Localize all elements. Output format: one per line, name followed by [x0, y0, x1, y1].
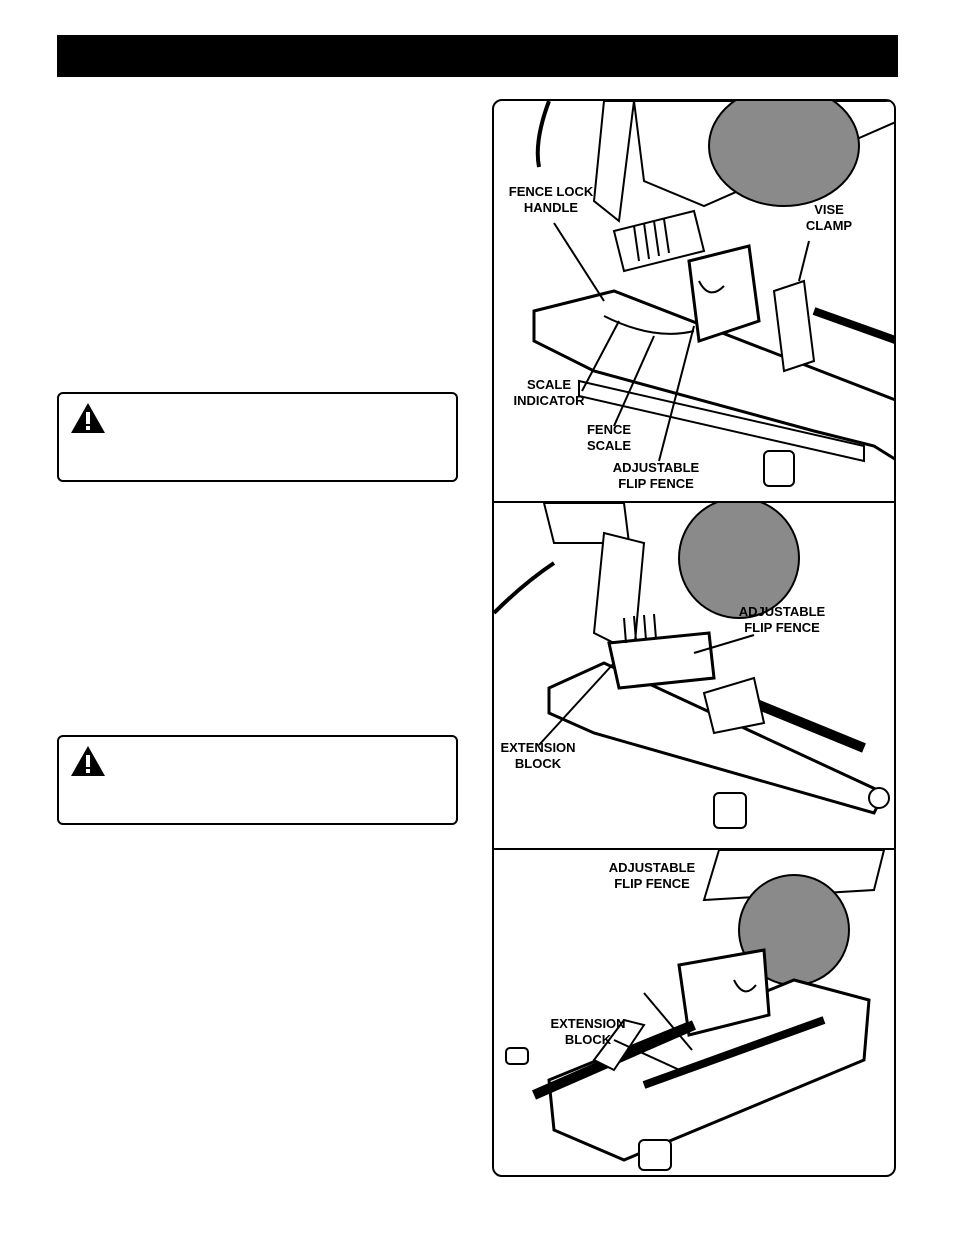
warning-triangle-icon	[71, 403, 105, 433]
figure-panel-1: FENCE LOCK HANDLE VISE CLAMP SCALE INDIC…	[494, 101, 894, 501]
figure-panel-3: ADJUSTABLE FLIP FENCE EXTENSION BLOCK	[494, 850, 894, 1175]
saw-illustration-panel-3	[505, 850, 886, 1171]
warning-box-1	[57, 392, 458, 482]
label-scale-indicator: SCALE INDICATOR	[513, 377, 585, 408]
figure-frame: FENCE LOCK HANDLE VISE CLAMP SCALE INDIC…	[492, 99, 896, 1177]
label-fence-scale: FENCE SCALE	[586, 422, 632, 453]
label-vise-clamp: VISE CLAMP	[805, 202, 853, 233]
label-adjustable-flip-fence-3: ADJUSTABLE FLIP FENCE	[608, 860, 696, 891]
label-extension-block-3: EXTENSION BLOCK	[550, 1016, 626, 1047]
label-adjustable-flip-fence-2: ADJUSTABLE FLIP FENCE	[738, 604, 826, 635]
panel-divider-2	[494, 848, 894, 850]
section-header-bar	[57, 35, 898, 77]
label-extension-block-2: EXTENSION BLOCK	[500, 740, 576, 771]
warning-box-2	[57, 735, 458, 825]
saw-illustration-panel-1	[532, 101, 894, 487]
panel-divider-1	[494, 501, 894, 503]
figure-panel-2: ADJUSTABLE FLIP FENCE EXTENSION BLOCK	[494, 503, 894, 848]
label-fence-lock-handle: FENCE LOCK HANDLE	[508, 184, 594, 215]
saw-illustration-panel-2	[494, 503, 890, 829]
label-adjustable-flip-fence: ADJUSTABLE FLIP FENCE	[612, 460, 700, 491]
warning-triangle-icon	[71, 746, 105, 776]
